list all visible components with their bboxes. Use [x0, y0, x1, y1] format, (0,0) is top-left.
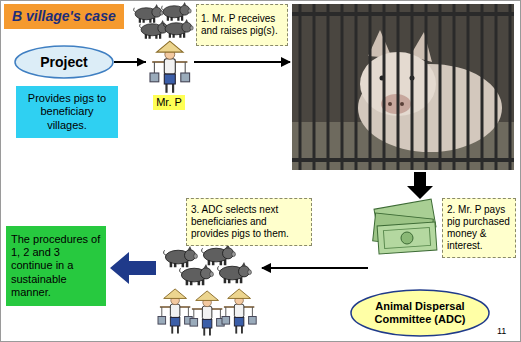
- bank-note: [377, 222, 437, 254]
- pig-icon: [202, 244, 236, 265]
- project-ellipse: Project: [14, 45, 114, 79]
- photo-background: [292, 4, 514, 170]
- step-box: 3. ADC selects next beneficiaries and pr…: [186, 198, 312, 246]
- node-text: 2. Mr. P pays pig purchased money & inte…: [447, 204, 511, 252]
- pig-icon: [218, 262, 252, 283]
- down-arrow: [407, 172, 433, 199]
- farmer-icon: [158, 289, 192, 334]
- note-border: [383, 227, 430, 248]
- pig-icon: [180, 264, 214, 285]
- committee-ellipse: Animal Dispersal Committee (ADC): [350, 289, 490, 337]
- pig-icon: [133, 4, 163, 23]
- pig-nostril: [400, 102, 404, 106]
- label-text: 11: [497, 326, 506, 337]
- pig-icon: [161, 2, 191, 21]
- farmer-icon: [222, 289, 256, 334]
- connector-arrow: [114, 61, 146, 63]
- page-number: 11: [497, 326, 506, 337]
- node-text: 1. Mr. P receives and raises pig(s).: [201, 13, 283, 37]
- step-box: 1. Mr. P receives and raises pig(s).: [196, 4, 288, 46]
- cage-bars: [300, 4, 510, 170]
- pig-photo: [292, 4, 514, 170]
- title-text: B village's case: [12, 8, 116, 25]
- person-label: Mr. P: [146, 40, 192, 110]
- pig-icon: [163, 19, 193, 38]
- pig-icon: [164, 246, 198, 267]
- title-banner: B village's case: [4, 4, 124, 29]
- cage-rails: [292, 14, 514, 160]
- ellipse-shape: [15, 46, 113, 78]
- node-text: Project: [40, 54, 87, 71]
- node-text: The procedures of 1, 2 and 3 continue in…: [11, 233, 101, 299]
- farmer-icon: [150, 41, 190, 93]
- flow-arrow: [194, 61, 290, 63]
- ellipse-shape: [351, 290, 489, 336]
- money-icon: [373, 199, 437, 254]
- pig-nostril: [388, 102, 392, 106]
- flow-arrow: [262, 267, 368, 269]
- node-text: Provides pigs to beneficiary villages.: [20, 92, 114, 132]
- node-text: 3. ADC selects next beneficiaries and pr…: [191, 204, 307, 240]
- note-seal: [401, 232, 413, 244]
- node-text: Animal Dispersal Committee (ADC): [365, 300, 475, 326]
- conclusion-box: The procedures of 1, 2 and 3 continue in…: [6, 226, 106, 306]
- farmer-icon: [190, 291, 224, 336]
- node-text: Mr. P: [153, 95, 185, 110]
- description-box: Provides pigs to beneficiary villages.: [16, 86, 118, 138]
- step-box: 2. Mr. P pays pig purchased money & inte…: [442, 198, 516, 258]
- continuation-arrow: [110, 252, 156, 284]
